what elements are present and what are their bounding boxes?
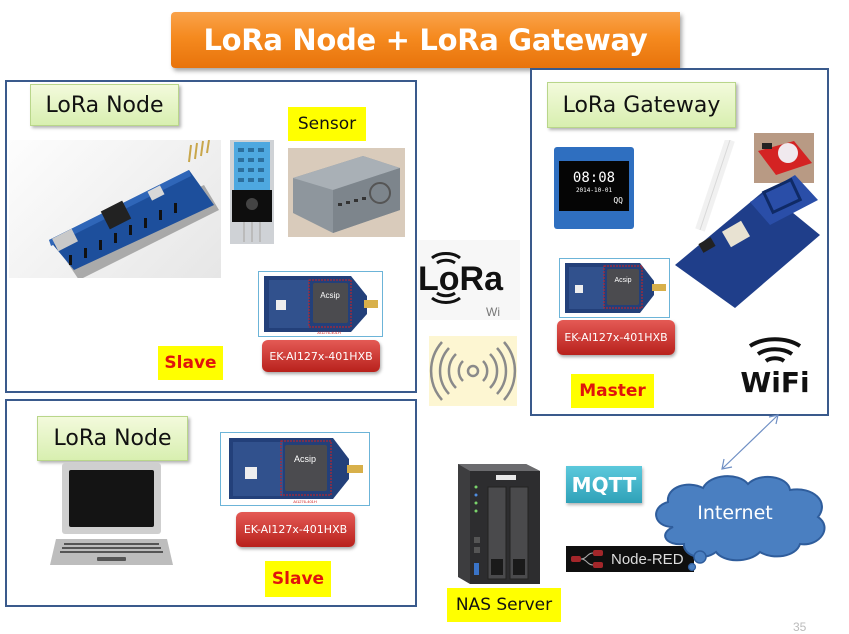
cloud-icon — [655, 475, 826, 572]
lora-module-image-gateway: Acsip — [559, 258, 670, 318]
lora-logo-subtext: Wi — [486, 305, 500, 319]
laptop-icon — [50, 463, 173, 565]
lora-logo-icon: LoRa Wi — [418, 252, 504, 319]
dust-sensor-image — [288, 148, 405, 237]
laptop-image — [50, 463, 173, 573]
page-title: LoRa Node + LoRa Gateway — [203, 23, 648, 57]
dht11-sensor-image — [230, 140, 274, 244]
module-chip-brand: Acsip — [614, 277, 631, 284]
node-label-bottom: LoRa Node — [37, 416, 188, 461]
role-label-slave-top: Slave — [158, 346, 223, 380]
lora-logo: LoRa Wi — [418, 240, 520, 320]
nas-server-icon — [458, 464, 540, 584]
lora-module-icon: Acsip AI1276-401H — [229, 438, 363, 504]
sensor-label: Sensor — [288, 107, 366, 141]
wifi-logo: WiFi — [732, 324, 818, 399]
lora-logo-text: LoRa — [418, 260, 504, 298]
oled-screen: 08:08 2014-10-01 QQ — [559, 161, 629, 211]
page-number: 35 — [793, 620, 807, 634]
lora-module-image-top: Acsip AI1276-401H — [258, 271, 383, 337]
role-label-slave-bottom: Slave — [265, 561, 331, 597]
nodered-badge: Node-RED — [566, 546, 694, 572]
mqtt-badge: MQTT — [566, 466, 642, 503]
node-label-top: LoRa Node — [30, 84, 179, 126]
internet-cloud: Internet — [648, 472, 832, 572]
module-button-top[interactable]: EK-AI127x-401HXB — [262, 340, 380, 372]
radio-waves-icon — [429, 341, 517, 401]
module-button-bottom[interactable]: EK-AI127x-401HXB — [236, 512, 355, 547]
radio-waves-image — [429, 336, 517, 406]
title-banner: LoRa Node + LoRa Gateway — [171, 12, 680, 68]
lora-module-icon: Acsip — [565, 263, 666, 313]
lora-module-icon: Acsip AI1276-401H — [264, 276, 378, 335]
wifi-text: WiFi — [740, 366, 809, 396]
arduino-nano-image — [9, 139, 221, 280]
nodered-flow-icon — [571, 550, 603, 568]
module-caption: AI1276-401H — [293, 499, 317, 504]
internet-label: Internet — [697, 502, 773, 524]
nas-server-image — [456, 459, 546, 585]
module-caption: AI1276-401H — [317, 330, 341, 335]
module-chip-brand: Acsip — [320, 291, 340, 300]
led-module-icon — [758, 141, 812, 175]
oled-time: 08:08 — [572, 170, 616, 186]
wifi-board-icon — [675, 138, 820, 308]
dht11-sensor-icon — [232, 142, 272, 242]
wifi-logo-icon: WiFi — [740, 337, 810, 399]
module-button-gateway[interactable]: EK-AI127x-401HXB — [557, 320, 675, 355]
oled-text: QQ — [613, 196, 623, 205]
gateway-label: LoRa Gateway — [547, 82, 736, 128]
lora-module-image-bottom: Acsip AI1276-401H — [220, 432, 370, 506]
connection-arrow — [721, 414, 779, 470]
oled-date: 2014-10-01 — [575, 187, 613, 194]
led-module-image — [754, 133, 814, 183]
nas-server-label: NAS Server — [447, 588, 561, 622]
dust-sensor-icon — [293, 156, 400, 233]
wifi-board-image — [670, 138, 820, 310]
module-chip-brand: Acsip — [294, 454, 316, 464]
arduino-nano-icon — [49, 139, 219, 280]
role-label-master: Master — [571, 374, 654, 408]
oled-display-image: 08:08 2014-10-01 QQ — [554, 147, 634, 229]
